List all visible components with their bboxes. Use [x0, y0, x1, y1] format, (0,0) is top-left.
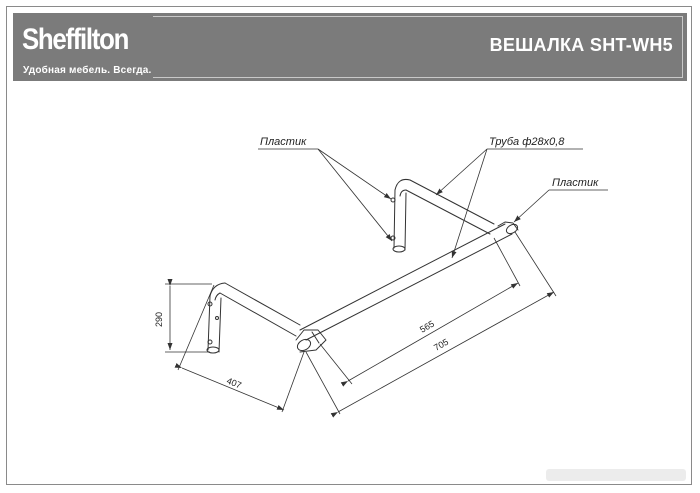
- right-arm: [405, 179, 495, 235]
- header-frame: [153, 16, 683, 78]
- dim-height: 290: [154, 312, 164, 327]
- header-bar: Sheffilton Удобная мебель. Всегда. ВЕШАЛ…: [13, 13, 687, 81]
- dim-inner-lines: [319, 237, 521, 387]
- dim-inner-length: 565: [418, 319, 436, 335]
- dim-height-lines: [165, 279, 212, 353]
- label-pipe: Труба ф28х0,8: [489, 136, 565, 148]
- leader-pipe: [435, 148, 583, 259]
- watermark: [546, 469, 686, 481]
- dim-total-length: 705: [432, 337, 450, 353]
- label-plastic-right: Пластик: [552, 177, 599, 189]
- brand-tagline: Удобная мебель. Всегда.: [23, 65, 152, 76]
- dim-total-lines: [305, 231, 557, 418]
- leader-plastic-left: [258, 148, 393, 242]
- leader-plastic-right: [513, 189, 608, 223]
- right-end-connector: [497, 221, 519, 235]
- left-leg: [206, 282, 226, 354]
- label-plastic-left: Пластик: [260, 136, 307, 148]
- left-end-connector: [295, 329, 327, 353]
- dim-depth: 407: [225, 376, 243, 391]
- logo-block: Sheffilton Удобная мебель. Всегда.: [16, 16, 156, 78]
- right-leg: [390, 179, 411, 253]
- front-bar: [299, 223, 513, 341]
- page-title: ВЕШАЛКА SHT-WH5: [489, 35, 673, 55]
- brand-logo: Sheffilton: [22, 23, 129, 56]
- left-arm: [219, 282, 301, 337]
- dim-depth-lines: [174, 284, 305, 413]
